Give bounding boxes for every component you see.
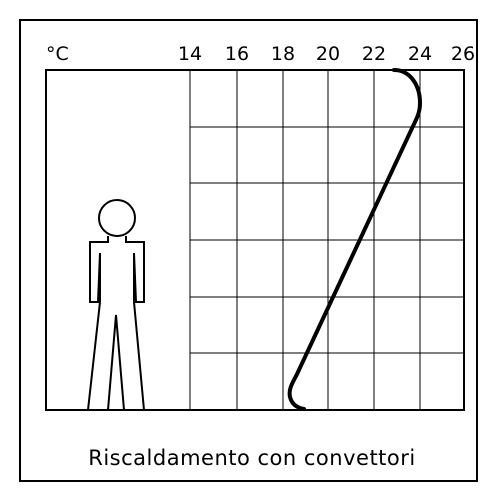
tick-label-22: 22 <box>362 43 386 65</box>
tick-label-18: 18 <box>271 43 295 65</box>
tick-label-26: 26 <box>451 43 475 65</box>
person-standing-icon <box>86 199 146 411</box>
outer-frame <box>19 19 478 482</box>
caption: Riscaldamento con convettori <box>88 446 415 470</box>
tick-label-24: 24 <box>408 43 432 65</box>
tick-label-14: 14 <box>178 43 202 65</box>
tick-label-20: 20 <box>316 43 340 65</box>
temperature-tick-labels: 14 16 18 20 22 24 26 <box>178 43 475 65</box>
person-body <box>86 236 146 411</box>
grid <box>189 70 464 410</box>
temperature-profile-curve <box>287 68 423 411</box>
tick-label-16: 16 <box>225 43 249 65</box>
person-head <box>98 199 136 237</box>
unit-label: °C <box>46 43 69 65</box>
